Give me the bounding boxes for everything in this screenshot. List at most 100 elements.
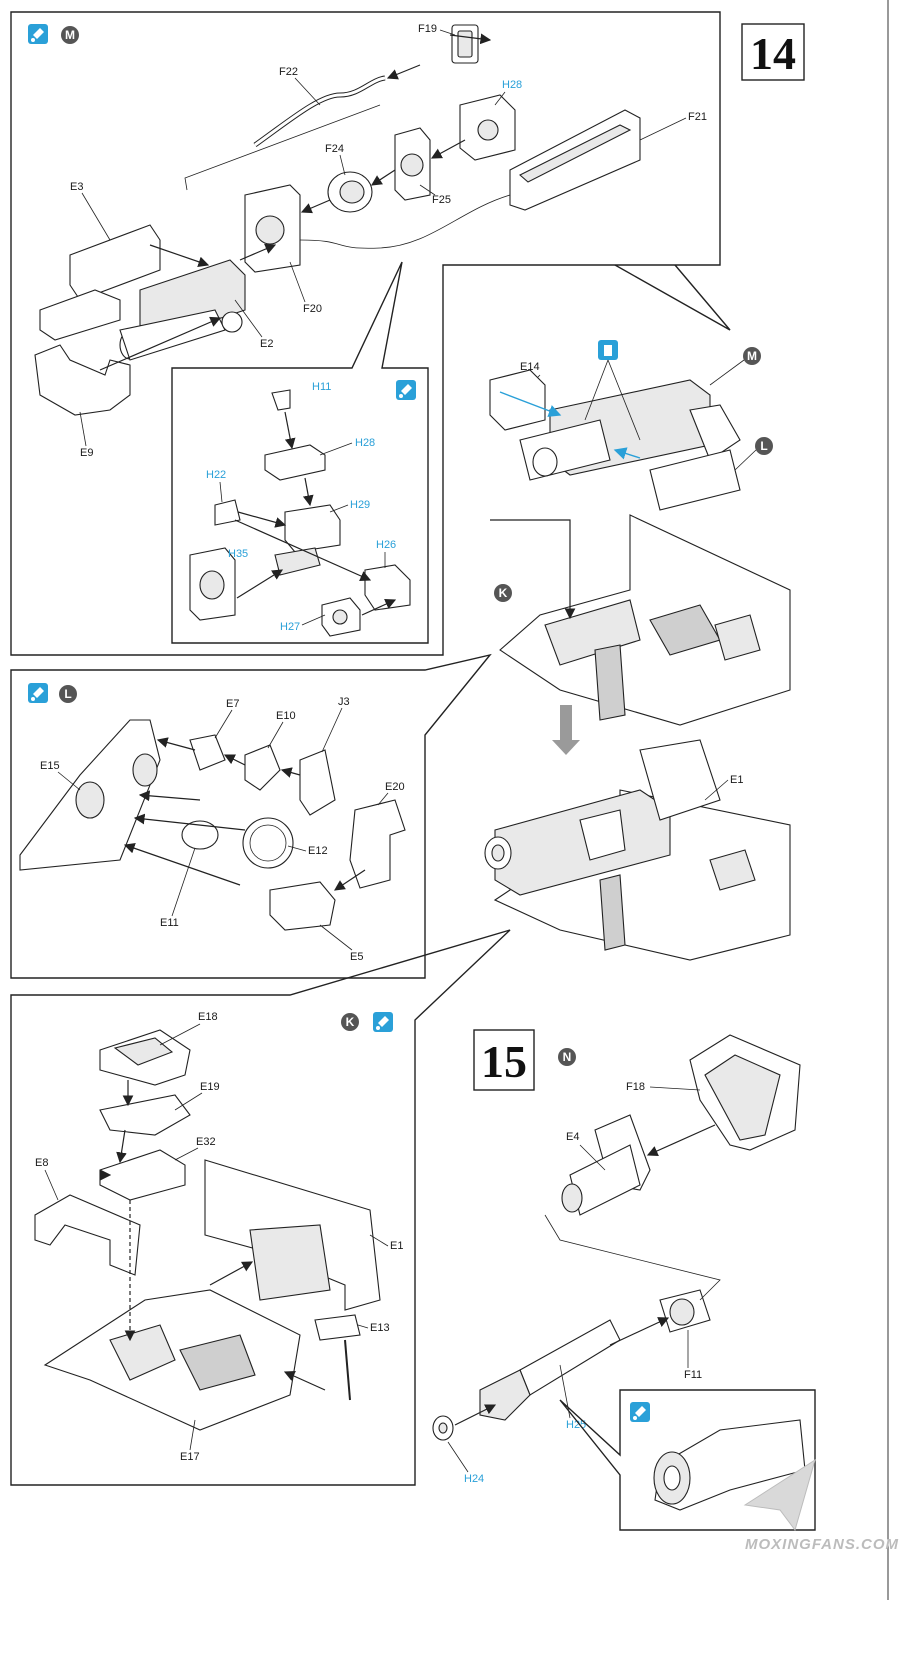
box-m-header: M [28,24,79,44]
part-e5 [269,881,336,931]
box-m-parts [34,24,641,416]
sub-assembly-badge-n [558,1048,576,1066]
label-e3: E3 [70,181,83,193]
label-e8: E8 [35,1157,48,1169]
box-l-parts [19,719,406,931]
step-15-labels: F18 E4 F11 H25 H24 [447,1081,702,1485]
glue-icon [630,1402,650,1422]
label-h35: H35 [228,548,248,560]
svg-text:K: K [346,1015,355,1029]
box-k-arrows [116,1080,326,1391]
part-h26 [364,564,411,611]
label-f20: F20 [303,303,322,315]
label-e2: E2 [260,338,273,350]
label-e1-main: E1 [730,774,743,786]
part-h11 [271,389,291,411]
part-h22 [214,499,241,526]
label-e13: E13 [370,1322,390,1334]
svg-text:N: N [563,1050,572,1064]
step-15-number-box: 15 [473,1029,535,1091]
label-f18: F18 [626,1081,645,1093]
part-e13 [314,1314,361,1341]
glue-icon [28,24,48,44]
svg-text:L: L [64,687,71,701]
label-e1-k: E1 [390,1240,403,1252]
step-15-header: N [558,1048,576,1066]
step-15-detail-frame [559,1389,816,1531]
label-j3: J3 [338,696,350,708]
badge-l [755,437,773,455]
inset-labels: H11 H28 H22 H29 H35 H26 H27 [206,381,396,633]
label-h28-inset: H28 [355,437,375,449]
svg-text:14: 14 [750,28,796,79]
part-e7 [189,734,226,771]
box-m-frame [10,11,721,656]
main-assembly-upper: E14 M L K [489,340,791,755]
paper-plane-logo [743,1458,816,1532]
label-e7: E7 [226,698,239,710]
step-14-number-box: 14 [741,23,805,81]
label-e9: E9 [80,447,93,459]
svg-text:L: L [760,439,767,453]
label-h28: H28 [502,79,522,91]
svg-text:K: K [499,586,508,600]
label-h25: H25 [566,1419,586,1431]
label-e15: E15 [40,760,60,772]
label-e4: E4 [566,1131,579,1143]
part-e20 [349,799,406,889]
part-e8 [34,1194,141,1276]
step-15-parts [432,1034,801,1441]
sub-assembly-badge-l [59,685,77,703]
label-f19: F19 [418,23,437,35]
label-f22: F22 [279,66,298,78]
label-h26: H26 [376,539,396,551]
box-k-labels: E18 E19 E32 E8 E1 E13 E17 [35,1011,403,1463]
glue-icon [373,1012,393,1032]
part-h25 [519,1319,621,1396]
arrow-assembly-down [490,519,576,620]
label-e11: E11 [160,917,179,929]
glue-icon [396,380,416,400]
step-15-arrows [454,1124,721,1426]
box-l-arrows [123,737,366,891]
glue-icon [28,683,48,703]
part-e11 [181,820,219,850]
sub-assembly-badge-m [61,26,79,44]
label-e32: E32 [196,1136,216,1148]
label-e5: E5 [350,951,363,963]
label-e14: E14 [520,361,540,373]
box-k-header: K [341,1012,393,1032]
box-k-parts [34,1029,381,1431]
watermark: MOXINGFANS.COM [743,1458,899,1553]
part-e19 [99,1094,191,1136]
part-e9 [34,344,131,416]
part-h28 [264,444,326,481]
big-down-arrow [552,705,580,755]
main-assembly-lower: E1 [484,739,791,961]
part-j3 [299,749,336,816]
label-e20: E20 [385,781,405,793]
box-l-frame [10,653,492,979]
label-e18: E18 [198,1011,218,1023]
label-e19: E19 [200,1081,220,1093]
inset-frame [171,261,429,644]
svg-text:M: M [65,28,75,42]
label-f25: F25 [432,194,451,206]
svg-text:15: 15 [481,1036,527,1087]
part-e32 [99,1149,186,1201]
step-15-detail-part [653,1419,806,1511]
label-f24: F24 [325,143,344,155]
box-l-header: L [28,683,77,703]
svg-text:MOXINGFANS.COM: MOXINGFANS.COM [745,1536,899,1553]
label-f21: F21 [688,111,707,123]
label-e17: E17 [180,1451,200,1463]
label-h24: H24 [464,1473,484,1485]
part-h29 [284,504,341,553]
part-e14 [489,369,546,431]
sub-assembly-badge-k [341,1013,359,1031]
box-l-labels: E7 E10 J3 E15 E20 E12 E11 E5 [40,696,405,963]
label-e12: E12 [308,845,328,857]
part-e3 [69,224,161,301]
label-h11: H11 [312,381,331,393]
